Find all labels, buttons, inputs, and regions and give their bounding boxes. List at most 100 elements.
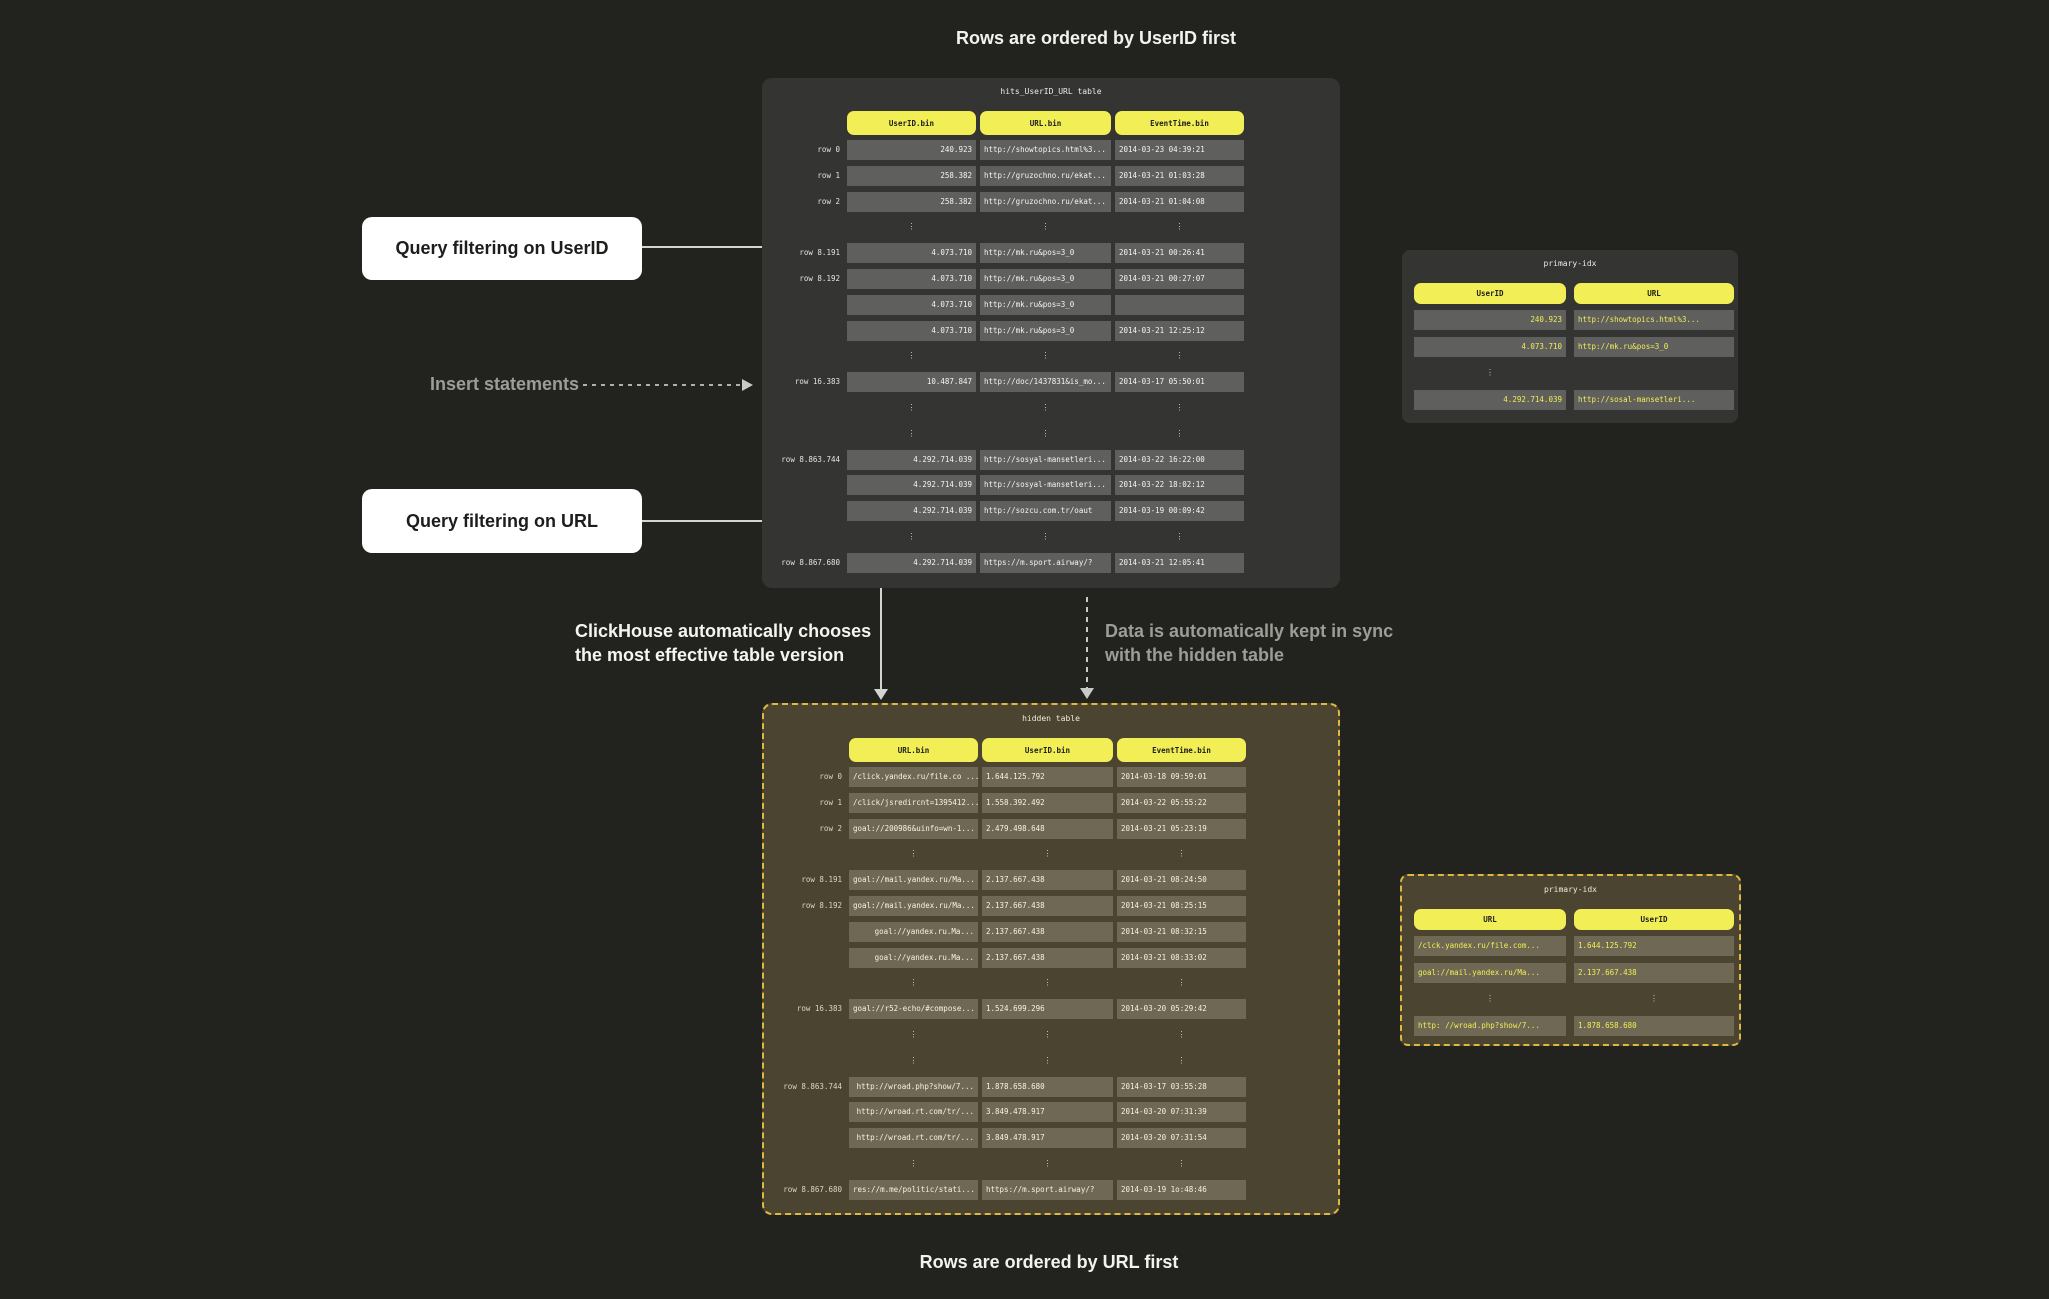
table-title: primary-idx	[1544, 885, 1597, 894]
ellipsis: ⋮	[1486, 994, 1494, 1004]
row-label	[764, 1025, 845, 1045]
ellipsis: ⋮	[1486, 368, 1494, 378]
row-label: row 16.383	[796, 1004, 842, 1014]
cell: goal://mail.yandex.ru/Ma...	[1414, 962, 1566, 983]
cell: res://m.me/politic/stati...	[849, 1179, 978, 1200]
cell: http://gruzochno.ru/ekat...	[980, 165, 1111, 186]
cell: 240.923	[1414, 310, 1566, 330]
cell: goal://yandex.ru.Ma...	[849, 921, 978, 942]
cell: 2.137.667.438	[1574, 962, 1734, 983]
row-label: row 0	[819, 772, 842, 781]
cell: 240.923	[847, 140, 976, 160]
arrow-insert-statements-head-icon	[742, 379, 753, 391]
ellipsis: ⋮	[909, 1158, 918, 1168]
column-header: EventTime.bin	[1117, 738, 1246, 762]
row-label	[762, 527, 843, 547]
column-header: UserID.bin	[847, 111, 976, 135]
cell: http://mk.ru&pos=3_0	[1574, 336, 1734, 357]
cell: 4.292.714.039	[847, 501, 976, 522]
column-header: URL	[1414, 909, 1566, 930]
row-label: row 8.192	[801, 900, 842, 910]
row-label	[764, 948, 845, 968]
cell: 2014-03-21 00:27:07	[1115, 268, 1244, 289]
cell: 258.382	[847, 165, 976, 186]
cell: 2014-03-19 1o:48:46	[1117, 1179, 1246, 1200]
ellipsis: ⋮	[1177, 978, 1186, 988]
ellipsis: ⋮	[907, 351, 916, 361]
cell: goal://r52-echo/#compose...	[849, 999, 978, 1020]
ellipsis: ⋮	[909, 849, 918, 859]
cell: 2014-03-21 12:25:12	[1115, 320, 1244, 341]
table-title: hidden table	[1022, 714, 1080, 723]
cell: 4.292.714.039	[1414, 389, 1566, 410]
ellipsis: ⋮	[1177, 1055, 1186, 1065]
bottom-title: Rows are ordered by URL first	[919, 1252, 1179, 1272]
cell: 1.558.392.492	[982, 792, 1113, 813]
cell: 2014-03-17 05:50:01	[1115, 372, 1244, 393]
query-filtering-userid-callout: Query filtering on UserID	[362, 217, 642, 280]
cell: 4.073.710	[847, 294, 976, 315]
column-header: EventTime.bin	[1115, 111, 1244, 135]
row-label: row 8.191	[799, 248, 840, 258]
cell: 2014-03-21 08:24:50	[1117, 870, 1246, 891]
cell: http://sozcu.com.tr/oaut	[980, 501, 1111, 522]
cell: 2014-03-20 07:31:39	[1117, 1102, 1246, 1123]
cell: 10.487.847	[847, 372, 976, 393]
ellipsis: ⋮	[907, 402, 916, 412]
cell: 4.073.710	[847, 268, 976, 289]
cell: http://wroad.php?show/7...	[849, 1076, 978, 1097]
query-filtering-url-callout: Query filtering on URL	[362, 489, 642, 553]
insert-statements-label: Insert statements	[430, 374, 580, 394]
cell: 2.137.667.438	[982, 870, 1113, 891]
cell: 2014-03-19 00:09:42	[1115, 501, 1244, 522]
cell: /clck.yandex.ru/file.com...	[1414, 936, 1566, 956]
cell: 2.479.498.648	[982, 818, 1113, 839]
row-label	[762, 398, 843, 418]
cell: 2.137.667.438	[982, 947, 1113, 968]
row-label: row 0	[817, 145, 840, 154]
row-label: row 8.192	[799, 273, 840, 283]
ellipsis: ⋮	[1175, 531, 1184, 541]
row-label: row 1	[817, 170, 840, 180]
cell: 1.524.699.296	[982, 999, 1113, 1020]
cell: 2014-03-23 04:39:21	[1115, 140, 1244, 160]
row-label	[764, 844, 845, 864]
row-label	[764, 973, 845, 993]
cell: 4.073.710	[1414, 336, 1566, 357]
data-sync-note: Data is automatically kept in sync with …	[1105, 619, 1393, 667]
ellipsis: ⋮	[1175, 351, 1184, 361]
table-title: primary-idx	[1543, 259, 1597, 268]
ellipsis: ⋮	[1043, 1029, 1052, 1039]
note-line: Data is automatically kept in sync	[1105, 621, 1394, 641]
cell: http://mk.ru&pos=3_0	[980, 320, 1111, 341]
ellipsis: ⋮	[1175, 222, 1184, 232]
cell: 4.292.714.039	[847, 449, 976, 470]
row-label	[764, 1102, 845, 1122]
arrow-query-url-head-icon	[874, 689, 888, 700]
cell	[1115, 294, 1244, 315]
cell: http://gruzochno.ru/ekat...	[980, 191, 1111, 212]
cell: 2014-03-21 08:32:15	[1117, 921, 1246, 942]
cell: /click/jsredircnt=1395412...	[849, 792, 978, 813]
row-label: row 8.191	[801, 875, 842, 885]
cell: 2014-03-20 05:29:42	[1117, 999, 1246, 1020]
top-title: Rows are ordered by UserID first	[955, 28, 1237, 48]
cell: goal://200986&uinfo=wn-1...	[849, 818, 978, 839]
ellipsis: ⋮	[1041, 428, 1050, 438]
ellipsis: ⋮	[909, 1055, 918, 1065]
cell: http://mk.ru&pos=3_0	[980, 268, 1111, 289]
cell: 2014-03-18 09:59:01	[1117, 767, 1246, 787]
row-label	[762, 217, 843, 237]
cell: 258.382	[847, 191, 976, 212]
arrow-insert-statements-line	[583, 384, 743, 386]
header-spacer	[764, 738, 845, 762]
query-filtering-userid-label: Query filtering on UserID	[395, 238, 609, 258]
ellipsis	[1574, 363, 1734, 383]
row-label	[762, 501, 843, 521]
row-label	[764, 1154, 845, 1174]
ellipsis: ⋮	[907, 222, 916, 232]
